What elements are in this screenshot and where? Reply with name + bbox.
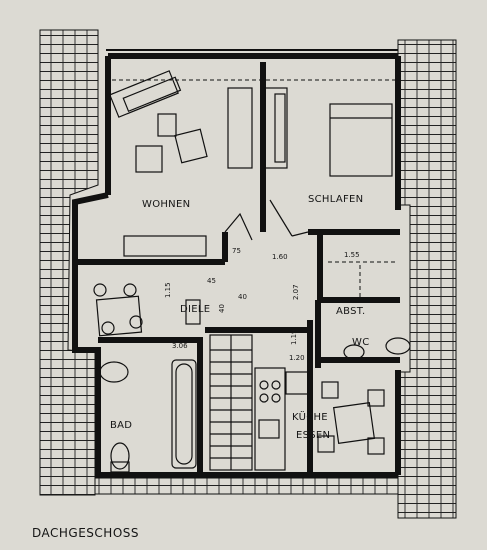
dim-1-55: 1.55 — [344, 251, 360, 259]
outer-walls — [72, 49, 401, 478]
schlafen-furniture — [329, 103, 393, 177]
roof-hatch-left — [39, 29, 99, 496]
room-label-diele: DIELE — [180, 304, 210, 315]
wc-fixtures — [328, 261, 411, 360]
dim-1-60: 1.60 — [272, 253, 288, 261]
room-label-schlafen: SCHLAFEN — [308, 194, 363, 205]
room-label-wc: WC — [352, 337, 369, 348]
dim-75: 75 — [232, 247, 241, 255]
essen-table — [317, 381, 385, 455]
roof-hatch-bottom — [94, 477, 399, 495]
bath-fixtures — [99, 359, 197, 473]
diele-dining — [93, 283, 143, 337]
dim-1-15: 1.15 — [164, 282, 172, 298]
dim-2-07: 2.07 — [292, 284, 300, 300]
dim-40-b: 40 — [218, 304, 226, 313]
staircase — [185, 299, 253, 471]
dim-3-06: 3.06 — [172, 342, 188, 350]
kitchen-units — [254, 367, 309, 471]
room-label-wohnen: WOHNEN — [142, 199, 190, 210]
dim-1-19: 1.19 — [290, 329, 298, 345]
dim-40-a: 40 — [238, 293, 247, 301]
room-label-abst: ABST. — [336, 306, 365, 317]
dim-1-20: 1.20 — [289, 354, 305, 362]
room-label-kueche: KÜCHE — [292, 410, 328, 423]
roof-hatch-right — [397, 39, 457, 519]
interior-walls — [75, 62, 400, 475]
plan-title: DACHGESCHOSS — [32, 526, 139, 540]
dim-45: 45 — [207, 277, 216, 285]
wohnen-furniture — [109, 70, 288, 257]
room-label-bad: BAD — [110, 420, 132, 431]
room-label-essen: ESSEN — [296, 430, 330, 441]
